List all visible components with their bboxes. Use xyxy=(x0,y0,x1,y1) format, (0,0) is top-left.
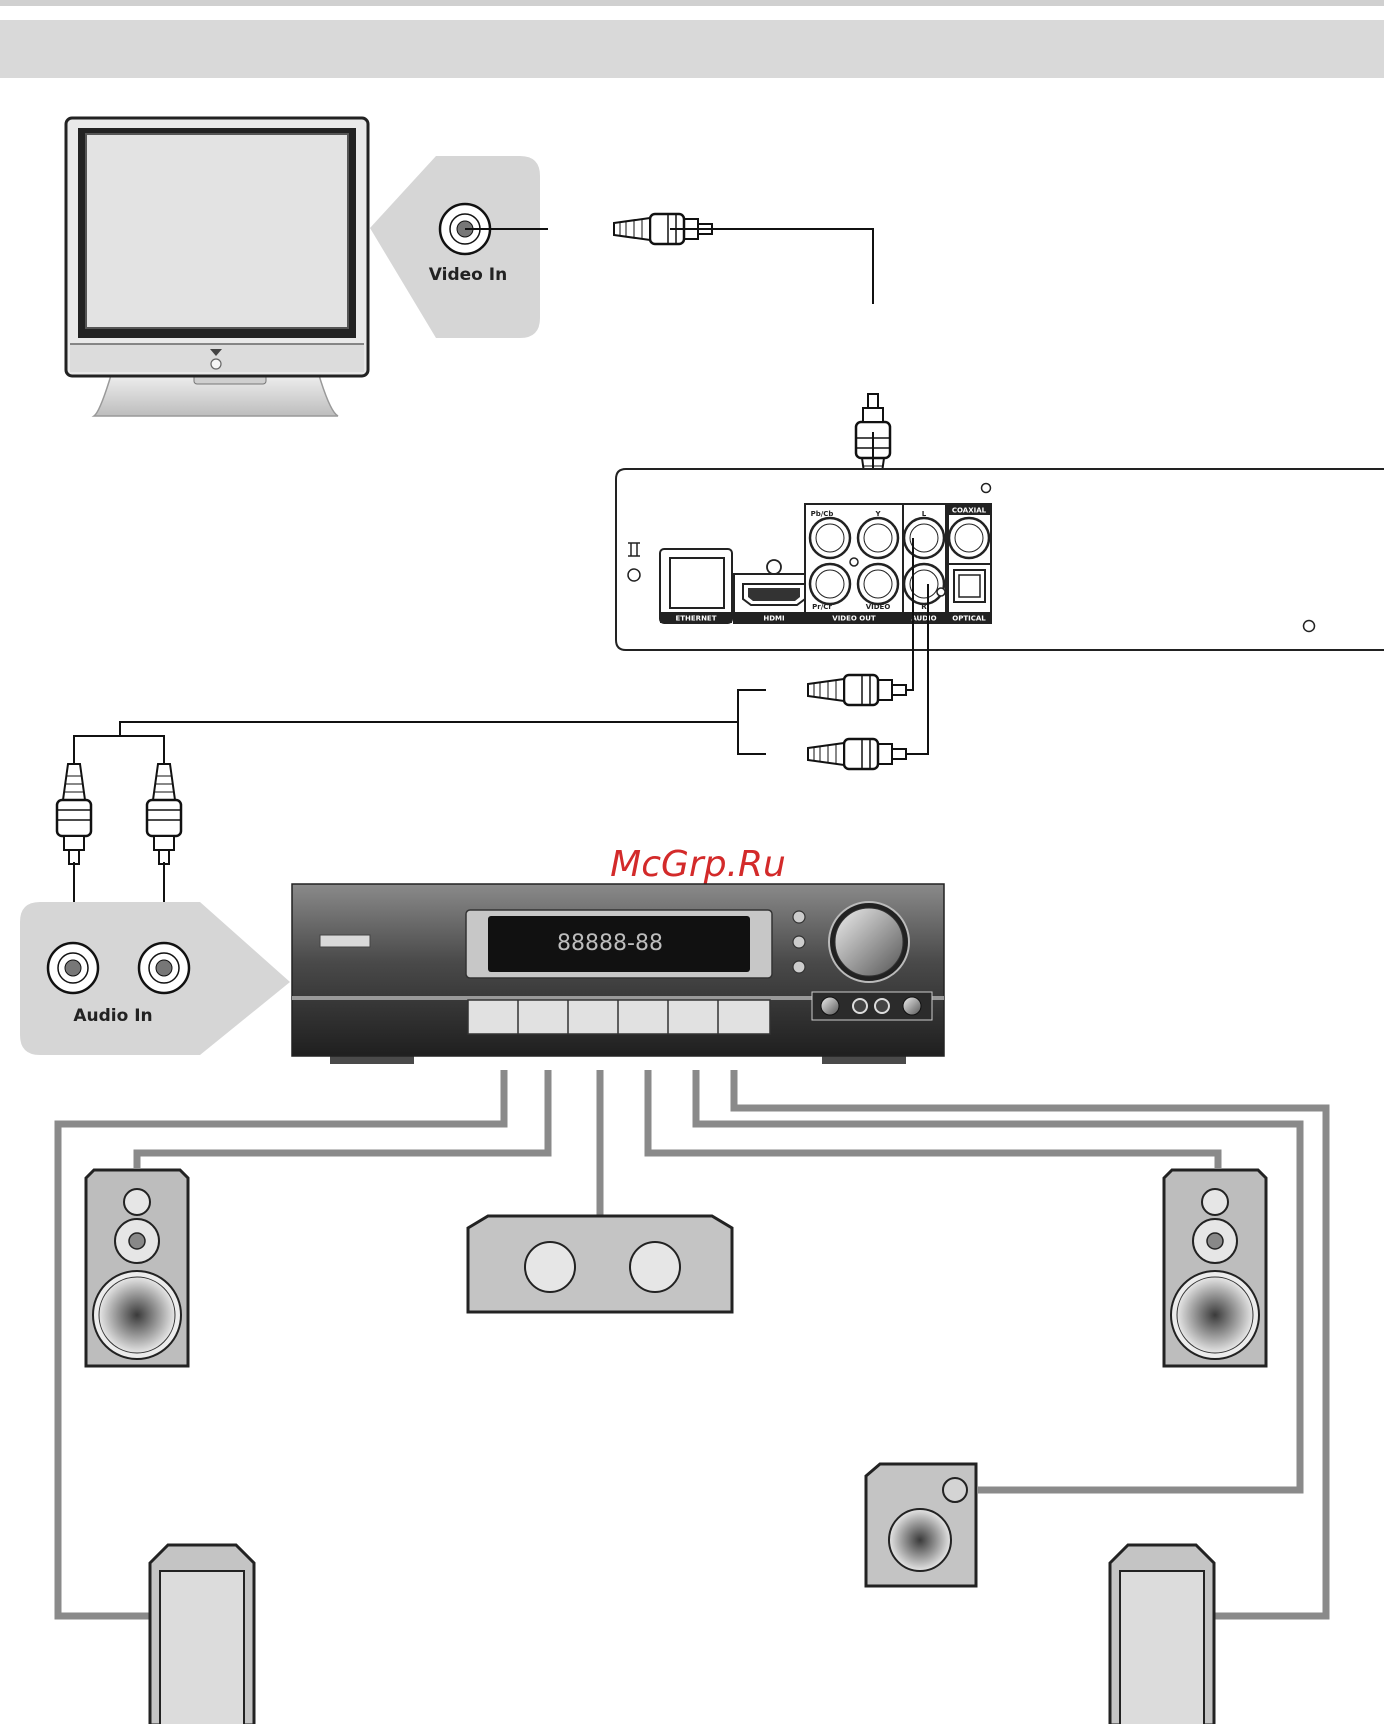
optical-label: OPTICAL xyxy=(952,615,986,623)
front-jack-icon xyxy=(903,997,921,1015)
receiver-indicator-icon xyxy=(793,961,805,973)
receiver-power-button xyxy=(320,935,370,947)
front-jack-icon xyxy=(853,999,867,1013)
audio-in-left-jack xyxy=(48,943,98,993)
center-speaker xyxy=(468,1216,732,1312)
receiver-button-row xyxy=(468,1000,770,1034)
front-jack-icon xyxy=(875,999,889,1013)
ethernet-label: ETHERNET xyxy=(675,615,716,623)
front-right-speaker xyxy=(1164,1170,1266,1366)
video-label: VIDEO xyxy=(866,603,891,611)
tv-power-icon xyxy=(211,359,221,369)
hdmi-label: HDMI xyxy=(763,615,784,623)
audio-label: AUDIO xyxy=(911,615,936,623)
audio-right-label: R xyxy=(921,603,927,611)
ethernet-port xyxy=(660,549,732,623)
video-in-label: Video In xyxy=(429,265,507,285)
audio-in-label: Audio In xyxy=(73,1006,152,1026)
player-rear-panel: ETHERNET HDMI Pb/Cb Y Pr/Cr VIDEO xyxy=(616,469,1384,650)
watermark: McGrp.Ru xyxy=(610,844,786,885)
screw-icon xyxy=(982,484,991,493)
front-left-speaker xyxy=(86,1170,188,1366)
screw-icon xyxy=(628,569,640,581)
tv-screen xyxy=(86,134,348,328)
pr-cr-label: Pr/Cr xyxy=(812,603,832,611)
av-receiver: 88888-88 xyxy=(292,884,944,1064)
speaker-wires xyxy=(58,1070,1326,1616)
rear-left-speaker xyxy=(150,1545,254,1724)
audio-left-label: L xyxy=(922,510,927,518)
television xyxy=(66,118,368,416)
video-out-label: VIDEO OUT xyxy=(832,615,876,623)
rear-right-speaker xyxy=(1110,1545,1214,1724)
receiver-indicator-icon xyxy=(793,936,805,948)
pb-cb-label: Pb/Cb xyxy=(811,510,834,518)
subwoofer xyxy=(866,1464,976,1586)
receiver-indicator-icon xyxy=(793,911,805,923)
y-label: Y xyxy=(874,510,881,518)
coaxial-label: COAXIAL xyxy=(952,507,987,515)
receiver-display-digits: 88888-88 xyxy=(557,931,663,956)
front-jack-icon xyxy=(821,997,839,1015)
audio-in-right-jack xyxy=(139,943,189,993)
screw-icon xyxy=(1304,621,1315,632)
